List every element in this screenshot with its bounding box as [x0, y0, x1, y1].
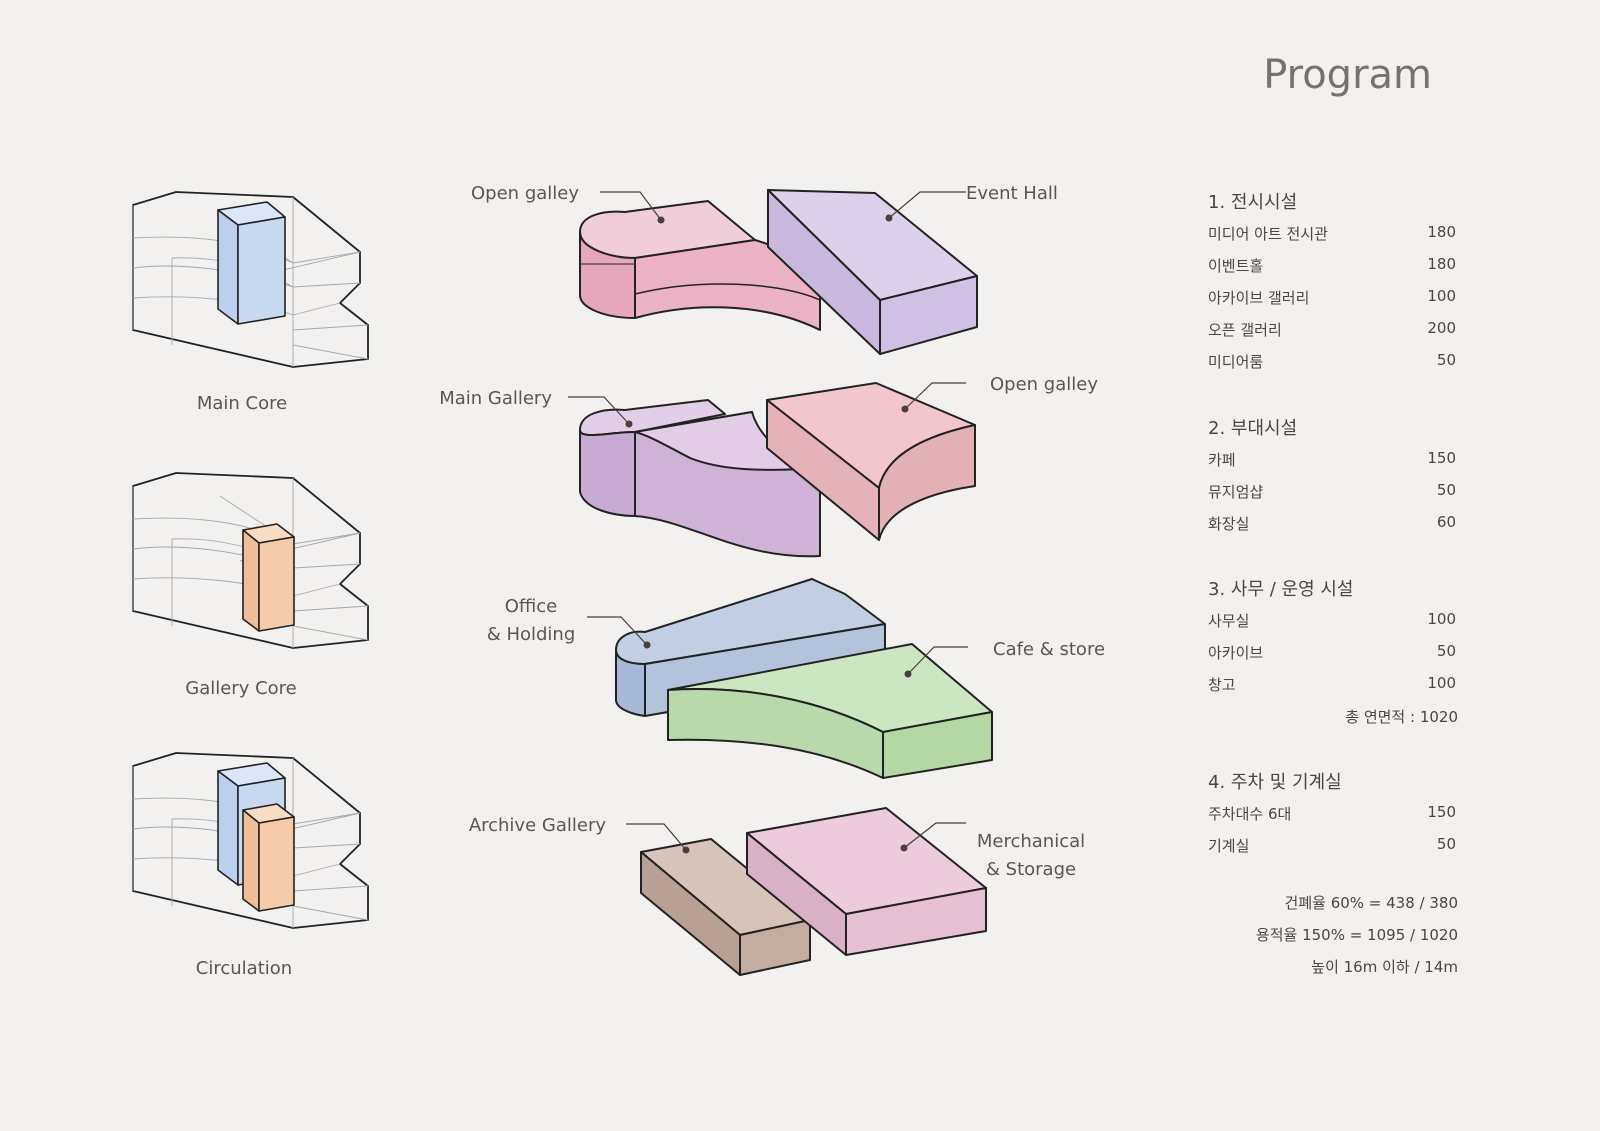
office-label-line1: Office: [505, 596, 558, 617]
program-row: 주차대수 6대 150: [1208, 803, 1456, 825]
office-volume: [615, 578, 886, 717]
height-limit: 높이 16m 이하 / 14m: [1311, 958, 1458, 976]
program-name: 미디어룸: [1208, 353, 1264, 371]
archive-volume: [640, 838, 811, 976]
program-name: 뮤지엄샵: [1208, 483, 1264, 501]
main-gallery-label: Main Gallery: [439, 388, 552, 409]
program-row: 미디어룸 50: [1208, 351, 1456, 373]
office-label-line2: & Holding: [487, 624, 576, 645]
main-core-volume: [217, 201, 286, 325]
section-heading: 3. 사무 / 운영 시설: [1208, 579, 1354, 600]
program-area: 180: [1427, 223, 1456, 241]
open-galley-volume: [579, 200, 821, 331]
circulation-diagram: [132, 752, 369, 929]
program-area: 50: [1436, 481, 1456, 499]
main-core-label: Main Core: [197, 393, 287, 414]
program-row: 미디어 아트 전시관 180: [1208, 223, 1456, 245]
total-floor-area: 총 연면적 : 1020: [1345, 708, 1458, 726]
gallery-core-label: Gallery Core: [185, 678, 297, 699]
program-name: 아카이브 갤러리: [1208, 289, 1310, 307]
open-galley-label: Open galley: [471, 183, 579, 204]
open-galley-2-label: Open galley: [990, 374, 1098, 395]
building-coverage-ratio: 건폐율 60% = 438 / 380: [1284, 894, 1458, 912]
mechanical-volume: [746, 807, 987, 956]
program-row: 뮤지엄샵 50: [1208, 481, 1456, 503]
mechanical-label-line2: & Storage: [986, 859, 1076, 880]
leader-dots: [625, 214, 912, 854]
open-galley-2-volume: [766, 382, 976, 541]
event-hall-label: Event Hall: [966, 183, 1058, 204]
program-area: 150: [1427, 803, 1456, 821]
program-row: 기계실 50: [1208, 835, 1456, 857]
program-area: 100: [1427, 674, 1456, 692]
program-row: 오픈 갤러리 200: [1208, 319, 1456, 341]
section-heading: 1. 전시시설: [1208, 192, 1298, 213]
main-core-diagram: [132, 191, 369, 368]
section-heading: 2. 부대시설: [1208, 418, 1298, 439]
program-area: 50: [1436, 351, 1456, 369]
program-name: 창고: [1208, 676, 1236, 694]
floor-area-ratio: 용적율 150% = 1095 / 1020: [1255, 926, 1458, 944]
program-row: 아카이브 갤러리 100: [1208, 287, 1456, 309]
program-name: 기계실: [1208, 837, 1250, 855]
circulation-gallery-core: [242, 803, 295, 912]
program-name: 화장실: [1208, 515, 1250, 533]
program-name: 주차대수 6대: [1208, 805, 1292, 823]
program-name: 사무실: [1208, 612, 1250, 630]
circulation-label: Circulation: [196, 958, 292, 979]
program-area: 100: [1427, 287, 1456, 305]
program-row: 사무실 100: [1208, 610, 1456, 632]
program-area: 150: [1427, 449, 1456, 467]
program-area: 50: [1436, 642, 1456, 660]
program-row: 화장실 60: [1208, 513, 1456, 535]
program-name: 카페: [1208, 451, 1236, 469]
program-name: 이벤트홀: [1208, 257, 1264, 275]
gallery-core-diagram: [132, 472, 369, 649]
program-row: 카페 150: [1208, 449, 1456, 471]
page-title: Program: [1263, 52, 1432, 98]
program-row: 아카이브 50: [1208, 642, 1456, 664]
section-heading: 4. 주차 및 기계실: [1208, 772, 1342, 793]
leader-lines: [568, 191, 968, 851]
program-row: 창고 100: [1208, 674, 1456, 696]
program-area: 100: [1427, 610, 1456, 628]
program-area: 200: [1427, 319, 1456, 337]
program-name: 미디어 아트 전시관: [1208, 225, 1328, 243]
program-area: 180: [1427, 255, 1456, 273]
mechanical-label-line1: Merchanical: [977, 831, 1085, 852]
archive-gallery-label: Archive Gallery: [469, 815, 607, 836]
program-name: 아카이브: [1208, 644, 1264, 662]
program-row: 이벤트홀 180: [1208, 255, 1456, 277]
gallery-core-volume: [242, 523, 295, 632]
program-area: 50: [1436, 835, 1456, 853]
cafe-volume: [667, 643, 993, 779]
program-area: 60: [1436, 513, 1456, 531]
program-name: 오픈 갤러리: [1208, 321, 1282, 339]
event-hall-volume: [767, 189, 978, 355]
cafe-store-label: Cafe & store: [993, 639, 1105, 660]
